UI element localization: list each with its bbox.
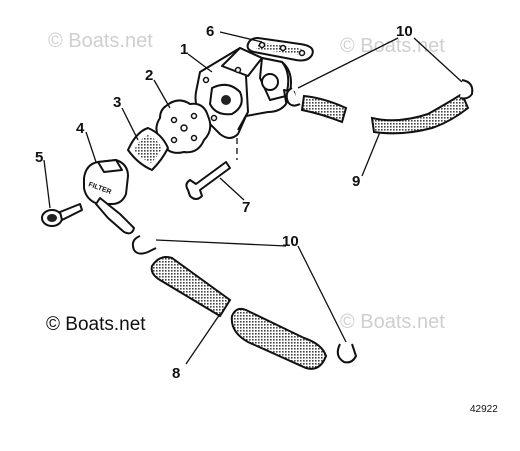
part-2-diaphragm [155, 99, 212, 154]
callout-3: 3 [113, 94, 121, 111]
callout-10-top: 10 [396, 23, 413, 40]
part-4-filter-housing: FILTER [83, 159, 135, 235]
watermark-top-left: © Boats.net [48, 30, 153, 52]
part-10-clamps [131, 79, 474, 364]
callout-9: 9 [352, 173, 360, 190]
part-6-gasket-plate [246, 37, 314, 62]
part-1-fuel-pump [194, 47, 297, 160]
callout-2: 2 [145, 67, 153, 84]
part-3-filter-screen [127, 127, 169, 171]
part-8-lower-hose [150, 256, 328, 370]
figure-number: 42922 [470, 404, 498, 415]
callout-4: 4 [76, 120, 85, 137]
callout-6: 6 [206, 23, 214, 40]
part-5-screw [41, 203, 83, 227]
callout-7: 7 [242, 199, 250, 216]
callout-1: 1 [180, 41, 188, 58]
watermark-top-right: © Boats.net [340, 35, 445, 57]
callout-8: 8 [172, 365, 180, 382]
part-7-bolt [185, 161, 231, 200]
leader-lines [43, 31, 463, 365]
copyright-label: © Boats.net [46, 314, 146, 335]
callout-5: 5 [35, 149, 43, 166]
watermark-mid-right: © Boats.net [340, 311, 445, 333]
callout-10-bottom: 10 [282, 233, 299, 250]
part-9-upper-hose [300, 92, 470, 135]
